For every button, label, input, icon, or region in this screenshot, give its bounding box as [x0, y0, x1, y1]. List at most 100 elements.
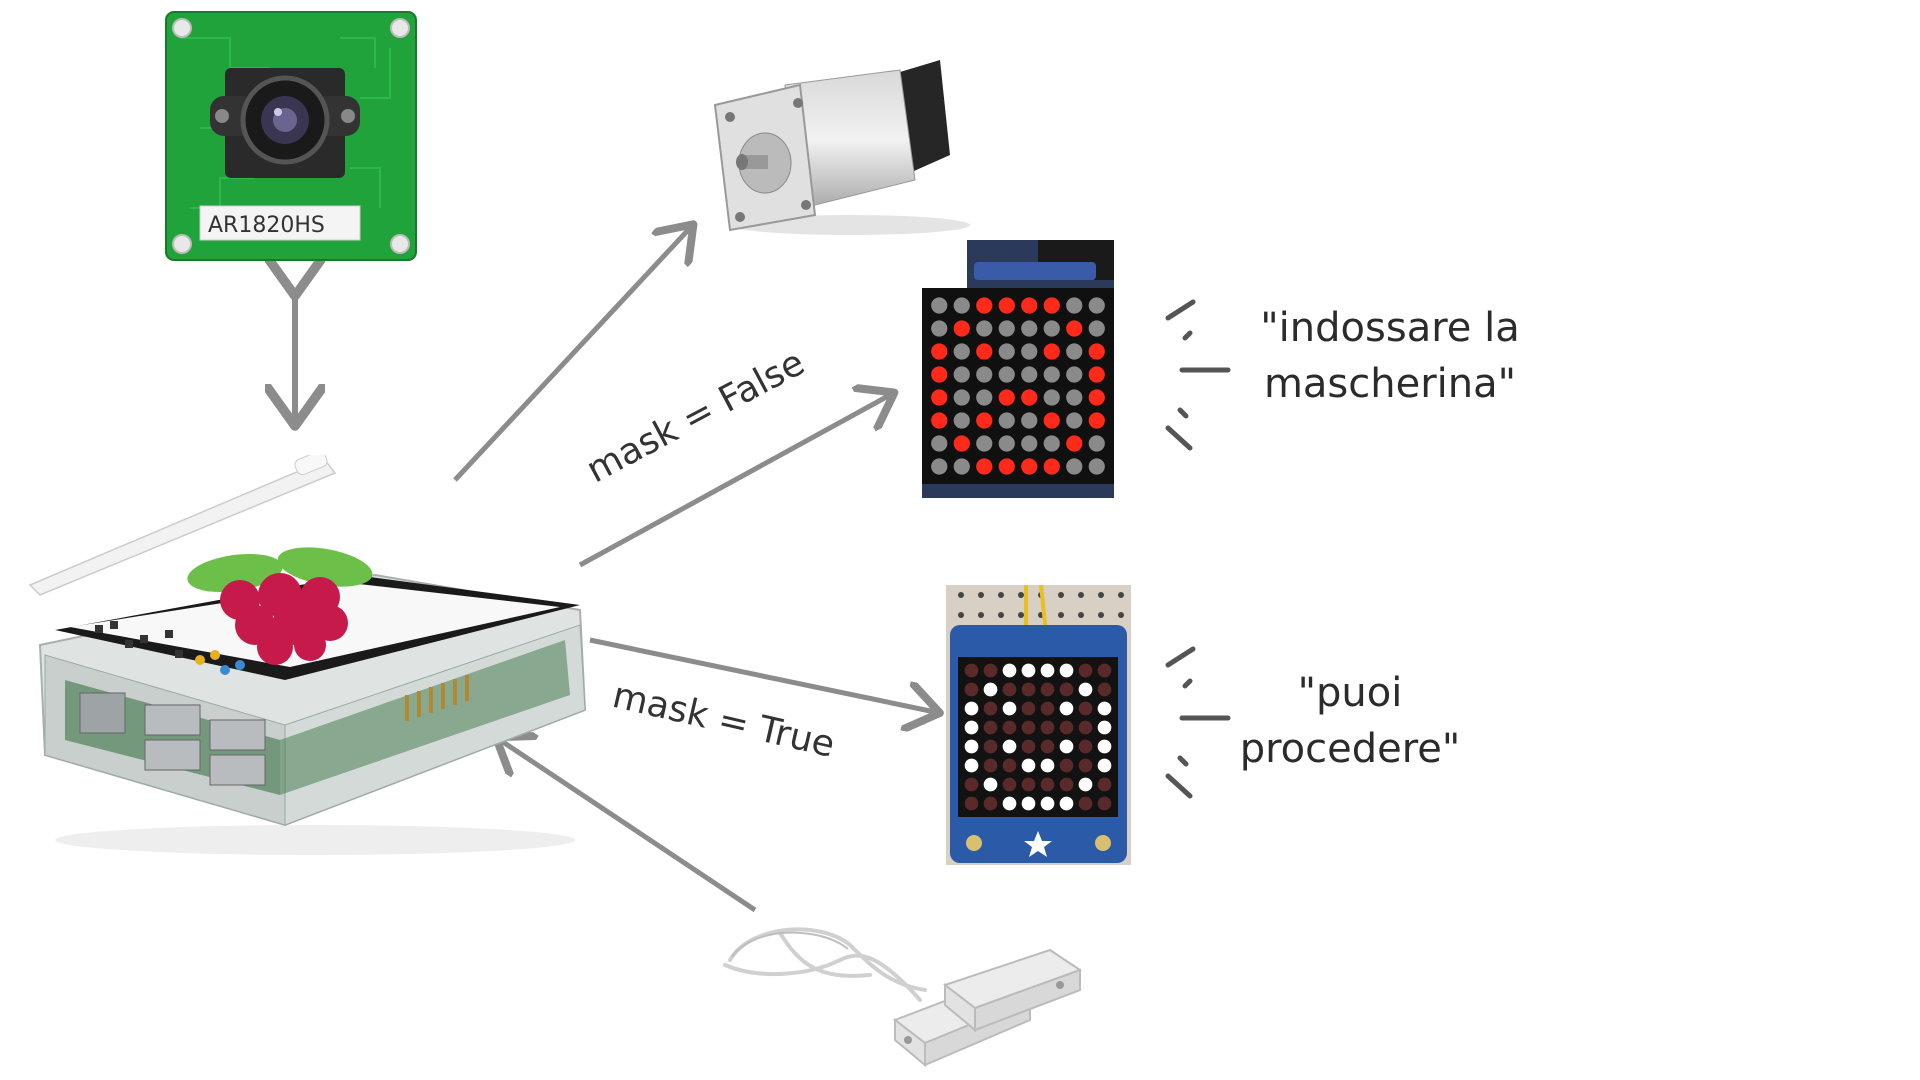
led-on: [1097, 758, 1112, 773]
led-on: [983, 777, 998, 792]
led-on: [1097, 720, 1112, 735]
sound-waves-icon: [1165, 646, 1231, 799]
led-off: [1002, 682, 1017, 697]
led-off: [1059, 777, 1074, 792]
led-on: [1002, 663, 1017, 678]
magnetic-door-sensor: [723, 927, 1083, 1068]
led-on: [1040, 758, 1055, 773]
led-on: [1040, 663, 1055, 678]
led-off: [1040, 739, 1055, 754]
led-on: [976, 458, 993, 475]
led-on: [931, 389, 948, 406]
led-off: [964, 682, 979, 697]
sensor-to-pi-arrow: [500, 740, 757, 913]
led-on: [1043, 458, 1060, 475]
led-on: [1002, 701, 1017, 716]
led-off: [1021, 739, 1036, 754]
led-off: [1066, 412, 1083, 429]
led-off: [1097, 682, 1112, 697]
led-on: [983, 682, 998, 697]
led-off: [1002, 720, 1017, 735]
message-line: procedere": [1239, 726, 1461, 772]
led-off: [1043, 366, 1060, 383]
led-matrix-mask-true: [946, 585, 1131, 865]
led-off: [1066, 343, 1083, 360]
led-off: [1043, 389, 1060, 406]
led-off: [1066, 389, 1083, 406]
led-on: [1043, 343, 1060, 360]
servo-motor: [713, 60, 970, 235]
led-off: [953, 389, 970, 406]
led-off: [983, 701, 998, 716]
led-on: [1043, 297, 1060, 314]
led-on: [976, 297, 993, 314]
led-off: [1021, 777, 1036, 792]
led-on: [998, 458, 1015, 475]
led-off: [1078, 739, 1093, 754]
led-on: [1021, 663, 1036, 678]
led-on: [1088, 366, 1105, 383]
led-off: [1040, 682, 1055, 697]
led-off: [1097, 777, 1112, 792]
led-off: [998, 435, 1015, 452]
led-off: [976, 366, 993, 383]
led-off: [976, 320, 993, 337]
message-line: "indossare la: [1260, 305, 1520, 351]
led-on: [1088, 389, 1105, 406]
led-on: [998, 297, 1015, 314]
led-on: [976, 343, 993, 360]
led-off: [953, 366, 970, 383]
led-on: [964, 720, 979, 735]
led-off: [964, 777, 979, 792]
led-on: [964, 701, 979, 716]
led-off: [1088, 320, 1105, 337]
led-off: [1021, 320, 1038, 337]
led-off: [1021, 682, 1036, 697]
led-off: [983, 758, 998, 773]
led-grid: [964, 663, 1112, 811]
led-off: [931, 320, 948, 337]
raspberry-pi-with-touchscreen: [28, 455, 587, 855]
led-on: [931, 366, 948, 383]
pi-to-matrix-true-arrow: [589, 637, 935, 712]
led-on: [931, 412, 948, 429]
led-off: [983, 739, 998, 754]
led-off: [1040, 720, 1055, 735]
led-off: [1088, 458, 1105, 475]
led-on: [1059, 663, 1074, 678]
led-off: [1043, 320, 1060, 337]
led-on: [953, 320, 970, 337]
camera-module: AR1820HS: [165, 11, 417, 261]
led-on: [931, 343, 948, 360]
led-off: [1059, 682, 1074, 697]
led-on: [1078, 777, 1093, 792]
message-mask-false: "indossare la mascherina": [1230, 300, 1550, 412]
led-off: [931, 458, 948, 475]
message-line: "puoi: [1297, 670, 1403, 716]
led-on: [1021, 389, 1038, 406]
led-on: [964, 739, 979, 754]
led-off: [1097, 663, 1112, 678]
led-off: [953, 458, 970, 475]
led-on: [1002, 739, 1017, 754]
led-on: [998, 389, 1015, 406]
led-on: [964, 758, 979, 773]
camera-board-label: AR1820HS: [208, 213, 325, 238]
led-off: [998, 343, 1015, 360]
led-off: [1097, 796, 1112, 811]
led-on: [976, 412, 993, 429]
led-on: [1097, 739, 1112, 754]
led-on: [1021, 458, 1038, 475]
led-off: [976, 435, 993, 452]
led-on: [1066, 435, 1083, 452]
led-off: [1021, 343, 1038, 360]
led-off: [998, 320, 1015, 337]
led-on: [1040, 796, 1055, 811]
led-off: [1088, 297, 1105, 314]
led-on: [1021, 796, 1036, 811]
led-off: [1040, 777, 1055, 792]
led-off: [931, 297, 948, 314]
sound-waves-icon: [1165, 299, 1231, 451]
led-off: [931, 435, 948, 452]
